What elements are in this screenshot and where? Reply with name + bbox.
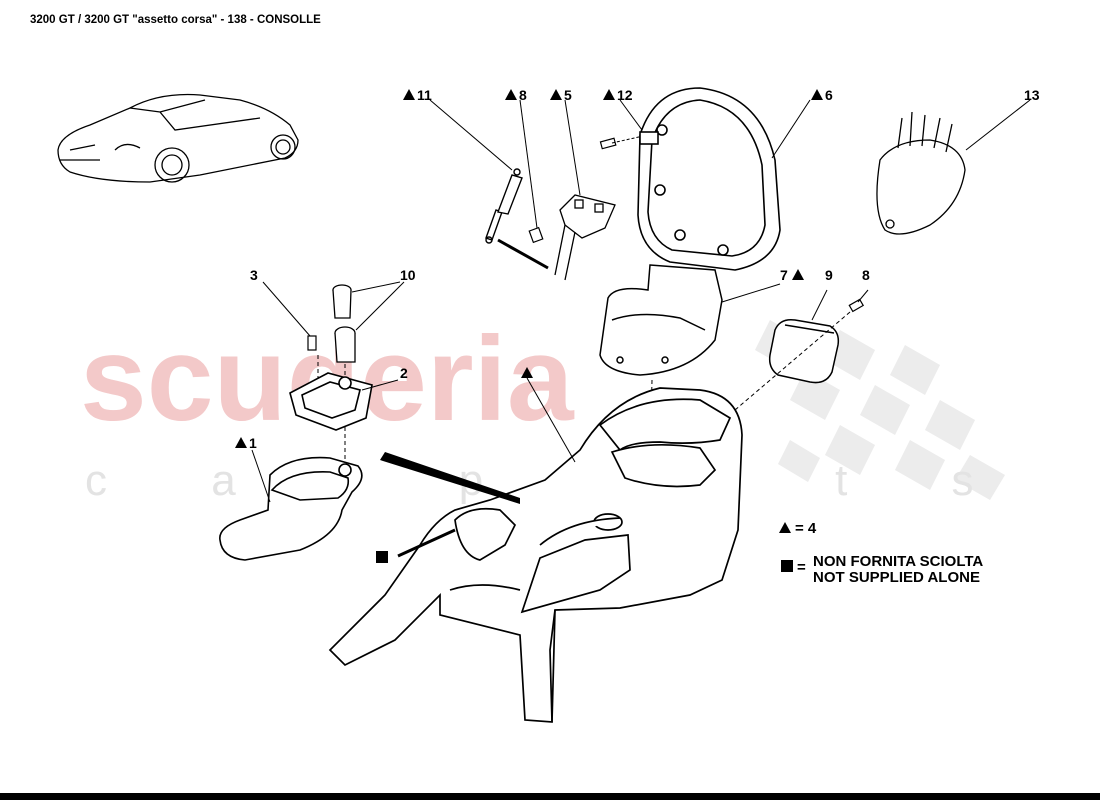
label-3: 3 [250,267,258,283]
part-13-brush [876,111,966,235]
part-8-screw-top [528,226,544,244]
label-8-right: 8 [862,267,870,283]
checker-watermark [755,320,1005,500]
label-6: 6 [825,87,833,103]
legend-triangle-text: = 4 [795,520,817,537]
main-console [328,387,743,723]
label-11: 11 [417,87,432,103]
part-11-gas-strut [485,168,523,244]
part-2-socket-frame [289,372,373,431]
part-7-storage-bin [599,264,723,376]
part-9-pad [768,318,840,384]
label-5: 5 [564,87,572,103]
label-1: 1 [249,435,257,451]
label-10: 10 [400,267,416,283]
label-13: 13 [1024,87,1040,103]
part-1-cover-plate [219,456,363,561]
legend-line-2: NOT SUPPLIED ALONE [813,569,980,586]
label-9: 9 [825,267,833,283]
label-2: 2 [400,365,408,381]
part-8-screw-right [848,298,865,313]
part-5-hinge [554,194,616,281]
legend-line-1: NON FORNITA SCIOLTA [813,553,983,570]
legend-square-eq: = [797,559,806,576]
part-3-screw [307,335,317,351]
label-7: 7 [780,267,788,283]
label-markers [235,89,823,572]
part-10-lighter [332,284,356,363]
page-title: 3200 GT / 3200 GT "assetto corsa" - 138 … [30,14,321,26]
part-12-screw [599,137,617,150]
car-thumbnail [57,93,299,183]
label-12: 12 [617,87,633,103]
bottom-border [0,793,1100,800]
label-8-top: 8 [519,87,527,103]
part-6-armrest-lid [637,87,781,271]
